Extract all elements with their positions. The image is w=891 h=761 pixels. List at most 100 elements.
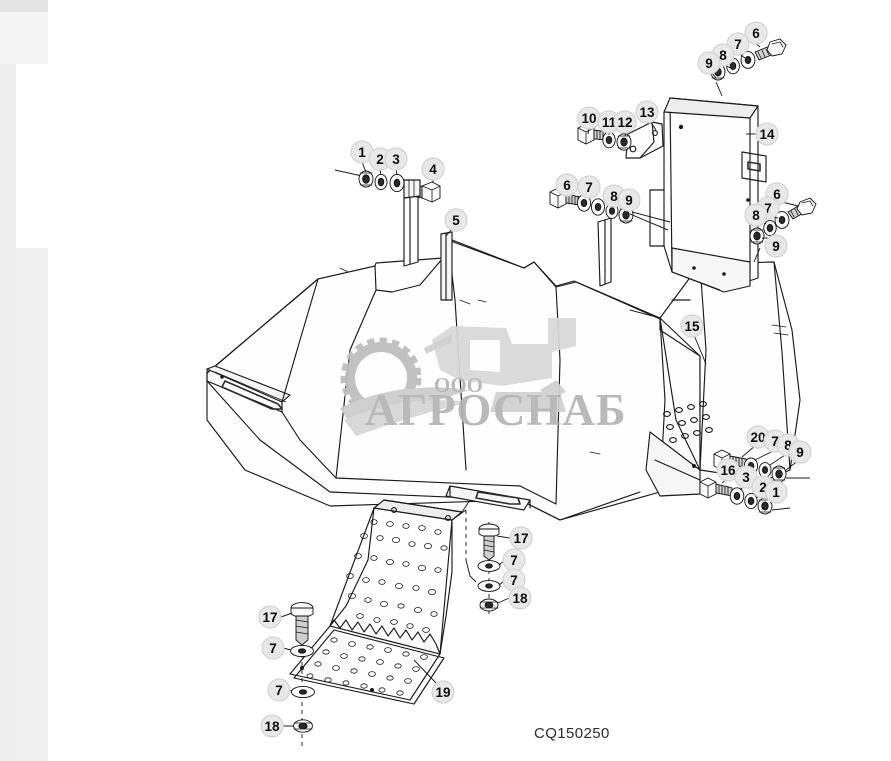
flat-washer-7-mid-b	[590, 198, 606, 216]
callout-number: 2	[759, 480, 767, 495]
callout-number: 10	[581, 111, 596, 126]
callout-9[interactable]: 9	[697, 51, 721, 75]
bracket-hole-top	[652, 130, 658, 136]
callout-7[interactable]: 7	[502, 548, 526, 572]
callout-4[interactable]: 4	[421, 157, 445, 181]
callout-13[interactable]: 13	[635, 100, 659, 124]
step-plate-serration	[329, 619, 441, 655]
callout-18[interactable]: 18	[260, 714, 284, 738]
trough-bottom-latch	[475, 491, 521, 505]
trough-step-2	[391, 257, 444, 293]
callout-bubble	[502, 548, 526, 572]
callout-number: 2	[376, 152, 384, 167]
callout-bubble	[260, 714, 284, 738]
trough-fold-2	[317, 265, 376, 280]
callout-5[interactable]: 5	[444, 208, 468, 232]
side-plate-slot-boss	[741, 151, 767, 183]
callout-3[interactable]: 3	[384, 147, 408, 171]
callout-ring	[755, 122, 779, 146]
callout-number: 6	[563, 178, 571, 193]
post-mount-tab	[403, 179, 421, 199]
callout-ring	[635, 100, 659, 124]
trough-left-latch	[221, 380, 283, 410]
callout-bubble	[502, 568, 526, 592]
callout-number: 9	[796, 445, 804, 460]
callout-15[interactable]: 15	[680, 314, 704, 338]
callout-7[interactable]: 7	[261, 636, 285, 660]
callout-bubble	[764, 480, 788, 504]
callout-9[interactable]: 9	[764, 234, 788, 258]
callout-number: 16	[720, 463, 736, 478]
callout-number: 5	[452, 213, 460, 228]
callout-1[interactable]: 1	[764, 480, 788, 504]
callout-ring	[261, 636, 285, 660]
callout-bubble	[261, 636, 285, 660]
callout-ring	[617, 188, 641, 212]
callout-ring	[577, 175, 601, 199]
viewer-left-gutter-low	[16, 248, 48, 761]
callout-bubble	[635, 100, 659, 124]
side-plate-foot-hole-1	[692, 266, 696, 270]
callout-number: 9	[772, 239, 780, 254]
trough-step-5	[523, 261, 557, 288]
nut-12	[616, 133, 632, 151]
callout-number: 7	[510, 573, 518, 588]
trough-fold-1	[206, 278, 319, 374]
bolt-6-top	[754, 38, 787, 61]
callout-bubble	[716, 458, 740, 482]
trough-surface-marks	[339, 267, 601, 455]
nut-18-centre	[479, 598, 499, 612]
trough-post-left	[403, 195, 419, 267]
callout-16[interactable]: 16	[716, 458, 740, 482]
callout-number: 17	[262, 610, 277, 625]
callout-bubble	[744, 203, 768, 227]
hardware-stack-centre	[477, 522, 501, 614]
callout-3[interactable]: 3	[734, 465, 758, 489]
callout-9[interactable]: 9	[617, 188, 641, 212]
callout-7[interactable]: 7	[267, 678, 291, 702]
callout-bubble	[555, 173, 579, 197]
callout-10[interactable]: 10	[577, 106, 601, 130]
callout-7[interactable]: 7	[577, 175, 601, 199]
callout-6[interactable]: 6	[744, 21, 768, 45]
flat-washer-7-mid-a	[576, 194, 592, 212]
callout-number: 4	[429, 162, 437, 177]
step-plate-flange-hole-1	[391, 507, 397, 513]
callout-18[interactable]: 18	[508, 586, 532, 610]
callout-number: 6	[773, 187, 781, 202]
step-plate-riser-left	[329, 507, 375, 627]
callout-11[interactable]: 11	[597, 110, 621, 134]
flat-washer-7-left-a	[290, 644, 314, 658]
flat-washer-7-left-b	[291, 685, 315, 699]
step-plate-hole-left	[300, 666, 304, 670]
flat-washer-3-lr	[729, 487, 745, 505]
side-plate-hole-mid	[746, 198, 750, 202]
callout-number: 20	[750, 430, 765, 445]
side-plate-foot	[671, 247, 751, 293]
callout-number: 7	[734, 37, 742, 52]
callout-ring	[764, 234, 788, 258]
lock-washer-2	[374, 173, 388, 191]
right-wall-tab-hole	[692, 464, 696, 468]
callout-9[interactable]: 9	[788, 440, 812, 464]
callout-number: 18	[512, 591, 528, 606]
callout-17[interactable]: 17	[258, 605, 282, 629]
hardware-group-mid-left	[549, 187, 671, 224]
callout-bubble	[613, 110, 637, 134]
callout-6[interactable]: 6	[555, 173, 579, 197]
step-plate-hole-front	[370, 688, 374, 692]
hardware-stack-bottom-left	[290, 602, 315, 748]
callout-12[interactable]: 12	[613, 110, 637, 134]
flat-washer-7-centre-b	[477, 580, 501, 592]
callout-17[interactable]: 17	[509, 526, 533, 550]
callout-number: 8	[784, 438, 792, 453]
callout-19[interactable]: 19	[431, 680, 455, 704]
callout-14[interactable]: 14	[755, 122, 779, 146]
flat-washer-7-top	[740, 51, 756, 69]
combine-harvester-icon	[424, 318, 576, 412]
trough-bottom-right	[519, 491, 641, 521]
callout-8[interactable]: 8	[744, 203, 768, 227]
callout-bubble	[267, 678, 291, 702]
